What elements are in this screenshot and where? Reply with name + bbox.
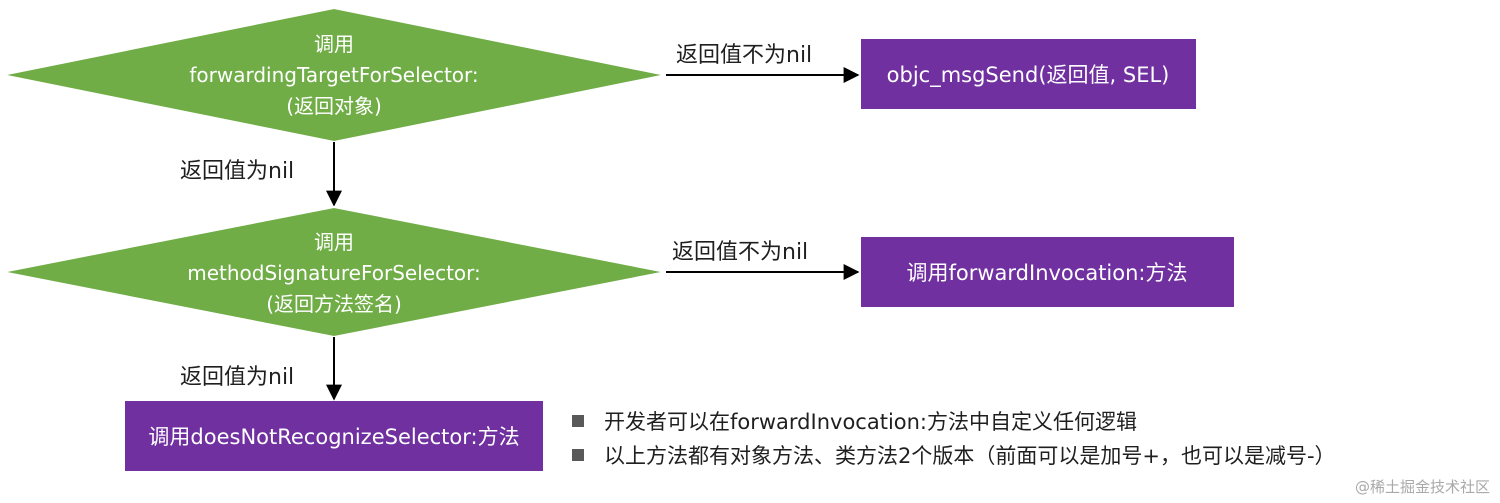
note-text: 以上方法都有对象方法、类方法2个版本（前面可以是加号+，也可以是减号-） <box>604 444 1336 468</box>
notes-list: 开发者可以在forwardInvocation:方法中自定义任何逻辑 以上方法都… <box>572 404 1492 472</box>
note-text: 开发者可以在forwardInvocation:方法中自定义任何逻辑 <box>604 410 1138 434</box>
process-msg-send-label: objc_msgSend(返回值, SEL) <box>887 63 1170 88</box>
edge-label-nil-2: 返回值为nil <box>180 365 294 390</box>
decision-1-line-1: 调用 <box>314 32 354 56</box>
process-msg-send <box>861 39 1196 109</box>
square-bullet-icon <box>572 415 584 427</box>
process-does-not-recognize <box>125 401 543 471</box>
process-does-not-recognize-label: 调用doesNotRecognizeSelector:方法 <box>148 425 519 449</box>
process-forward-invocation-label: 调用forwardInvocation:方法 <box>906 261 1187 285</box>
decision-2-line-2: methodSignatureForSelector: <box>187 261 481 285</box>
edge-label-nil-1: 返回值为nil <box>180 159 294 184</box>
note-item: 以上方法都有对象方法、类方法2个版本（前面可以是加号+，也可以是减号-） <box>572 438 1492 472</box>
edge-label-not-nil-1: 返回值不为nil <box>676 43 812 68</box>
edge-label-not-nil-2: 返回值不为nil <box>672 240 808 265</box>
decision-2-line-3: (返回方法签名) <box>266 292 402 316</box>
decision-1-line-3: (返回对象) <box>286 94 382 118</box>
watermark: @稀土掘金技术社区 <box>1354 478 1490 496</box>
process-forward-invocation <box>861 237 1234 307</box>
decision-2-line-1: 调用 <box>314 230 354 254</box>
note-item: 开发者可以在forwardInvocation:方法中自定义任何逻辑 <box>572 404 1492 438</box>
square-bullet-icon <box>572 449 584 461</box>
decision-1-line-2: forwardingTargetForSelector: <box>189 63 478 87</box>
